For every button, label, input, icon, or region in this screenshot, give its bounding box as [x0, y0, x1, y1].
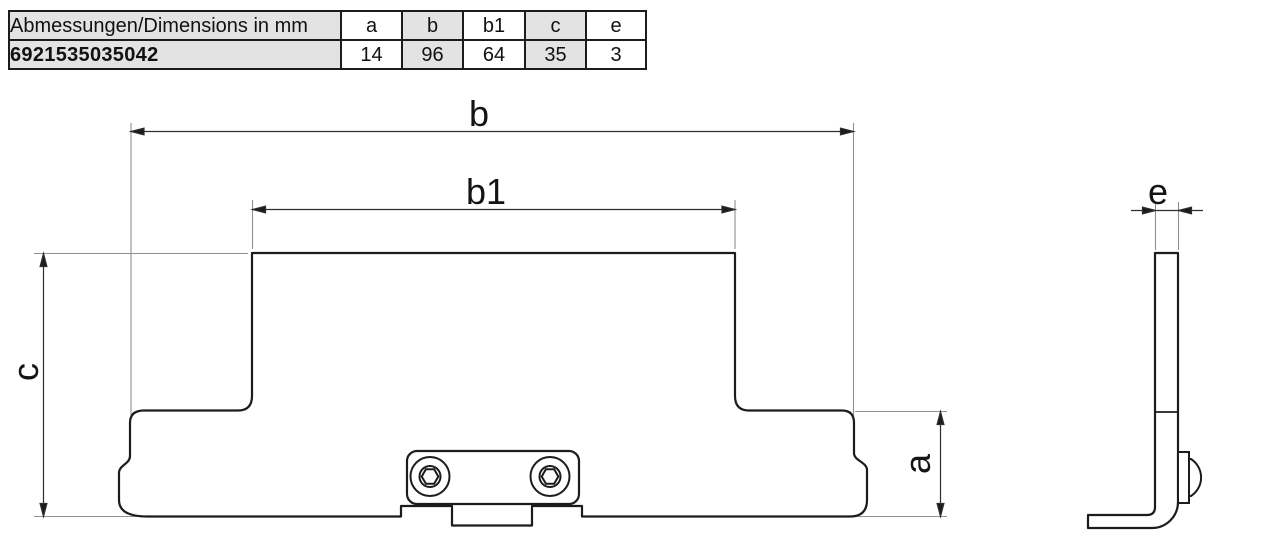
arrow-left-icon: [250, 205, 267, 214]
value-c: 35: [524, 39, 587, 70]
col-header-c: c: [524, 10, 587, 41]
screw-head-icon: [409, 456, 451, 497]
dim-label-b1: b1: [466, 171, 506, 212]
arrow-down-icon: [39, 502, 48, 519]
dimension-b: [128, 127, 856, 136]
dim-label-a: a: [897, 453, 938, 474]
screw-head-icon: [529, 456, 571, 497]
col-header-e: e: [585, 10, 647, 41]
dimension-c: [39, 251, 48, 519]
dim-label-b: b: [469, 93, 489, 134]
side-view-outline: [1086, 251, 1180, 530]
arrow-right-icon: [1141, 206, 1158, 215]
side-screw-dome-icon: [1188, 458, 1203, 497]
screw-socket-icon: [418, 465, 442, 488]
col-header-b1: b1: [462, 10, 526, 41]
front-view: [117, 251, 869, 527]
hex-socket-icon: [540, 468, 560, 485]
dimension-a: [936, 409, 945, 519]
dimension-lines: [39, 127, 1203, 519]
arrow-up-icon: [39, 251, 48, 268]
col-header-b: b: [401, 10, 464, 41]
value-a: 14: [340, 39, 403, 70]
dimensions-table: Abmessungen/Dimensions in mm a b b1 c e …: [8, 10, 647, 70]
extension-lines: [34, 123, 1180, 518]
table-value-row: 6921535035042 14 96 64 35 3: [8, 39, 647, 70]
front-view-outline: [117, 251, 869, 527]
value-e: 3: [585, 39, 647, 70]
arrow-up-icon: [936, 409, 945, 426]
mounting-plate: [405, 449, 581, 506]
value-b: 96: [401, 39, 464, 70]
arrow-right-icon: [839, 127, 856, 136]
dim-label-c: c: [5, 363, 46, 381]
dimension-labels: b b1 c a e: [5, 93, 1168, 474]
arrow-right-icon: [721, 205, 738, 214]
arrow-down-icon: [936, 502, 945, 519]
dim-label-e: e: [1148, 171, 1168, 212]
hex-socket-icon: [420, 468, 440, 485]
arrow-left-icon: [128, 127, 145, 136]
screw-socket-icon: [538, 465, 562, 488]
table-caption: Abmessungen/Dimensions in mm: [8, 10, 342, 41]
table-header-row: Abmessungen/Dimensions in mm a b b1 c e: [8, 10, 647, 41]
dimension-e: [1131, 206, 1203, 215]
dimension-b1: [250, 205, 738, 214]
side-view: [1086, 251, 1203, 530]
screw-left: [409, 456, 451, 497]
screw-right: [529, 456, 571, 497]
col-header-a: a: [340, 10, 403, 41]
arrow-left-icon: [1176, 206, 1193, 215]
part-number: 6921535035042: [8, 39, 342, 70]
side-screw-base: [1177, 451, 1190, 504]
value-b1: 64: [462, 39, 526, 70]
